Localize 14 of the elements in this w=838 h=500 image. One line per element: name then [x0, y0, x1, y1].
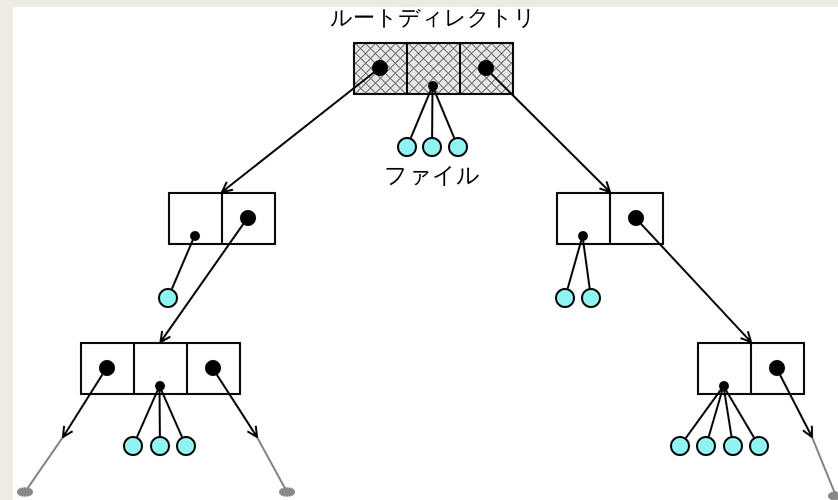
- directory-cell: [168, 192, 223, 245]
- directory-cell: [186, 342, 241, 395]
- directory-cell: [133, 342, 188, 395]
- directory-title: ルートディレクトリ: [330, 6, 536, 32]
- directory-cell: [750, 342, 805, 395]
- directory-cell: [221, 192, 276, 245]
- directory-cell: [353, 42, 408, 95]
- directory-cell: [80, 342, 135, 395]
- file-label: ファイル: [384, 163, 480, 190]
- directory-cell: [459, 42, 514, 95]
- directory-cell: [406, 42, 461, 95]
- directory-cell: [697, 342, 752, 395]
- directory-cell: [556, 192, 611, 245]
- directory-cell: [609, 192, 664, 245]
